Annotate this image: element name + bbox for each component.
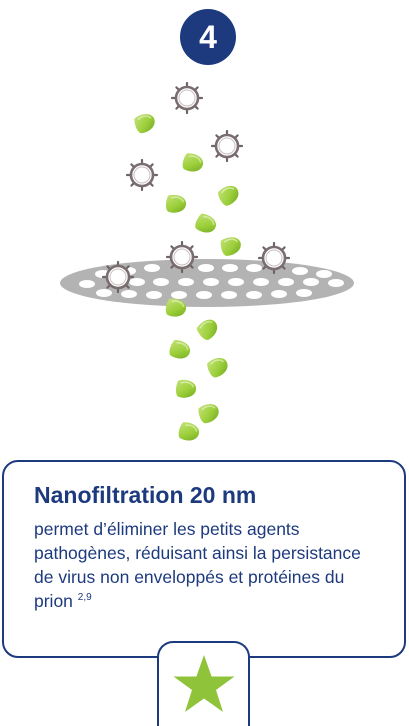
step-number: 4: [199, 19, 217, 55]
star-icon: [173, 655, 234, 712]
nanofiltration-illustration: [60, 81, 354, 445]
step-badge: 4: [180, 9, 236, 65]
reference-superscript: 2,9: [77, 592, 92, 604]
card-title: Nanofiltration 20 nm: [34, 482, 257, 508]
card-description: permet d’éliminer les petits agents path…: [34, 517, 384, 613]
card-body-text: permet d’éliminer les petits agents path…: [34, 519, 361, 611]
filter-membrane-icon: [60, 259, 354, 307]
star-tab: [157, 641, 250, 726]
info-card: Nanofiltration 20 nm permet d’éliminer l…: [2, 460, 406, 658]
